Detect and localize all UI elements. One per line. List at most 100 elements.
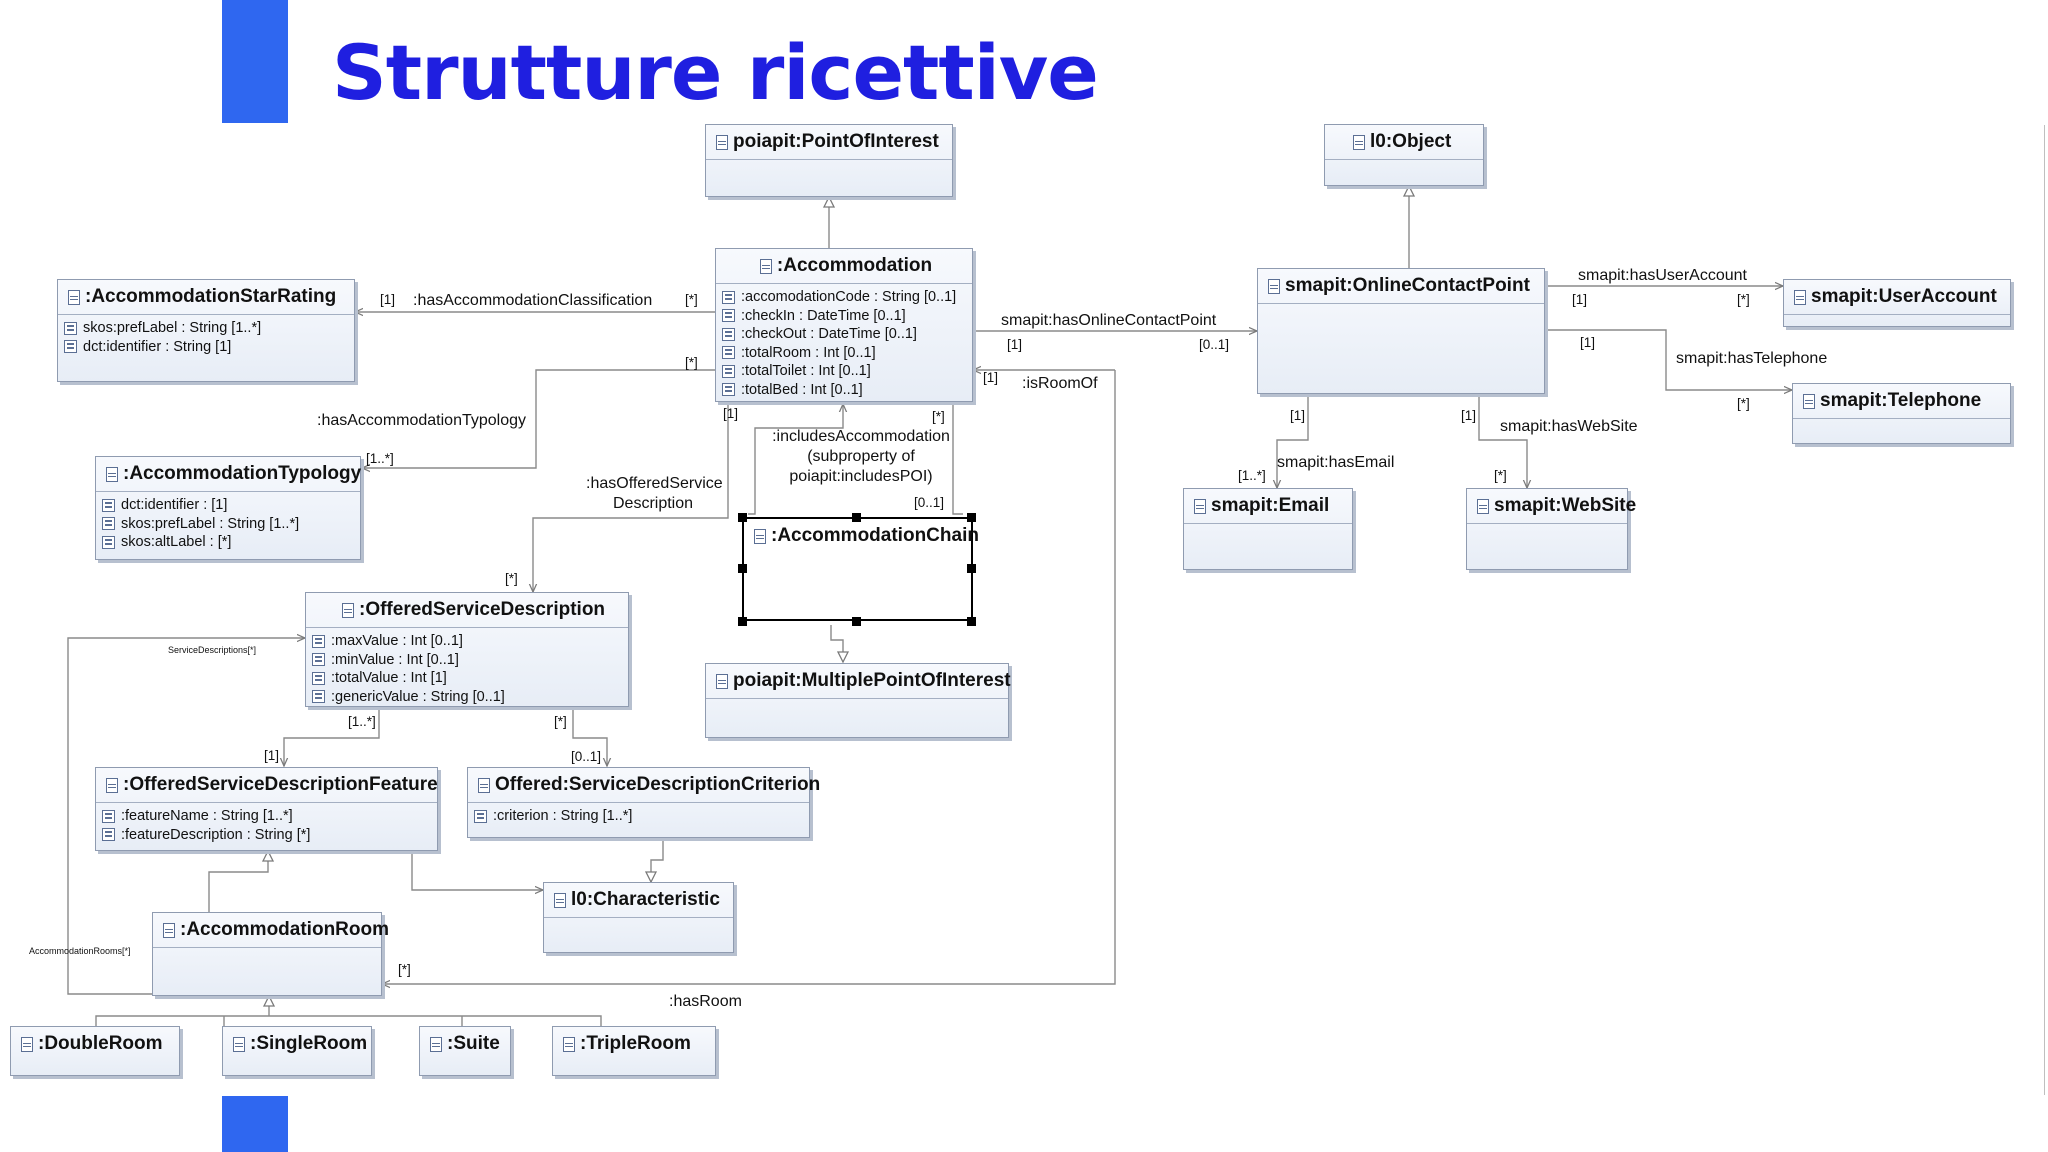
attribute: :genericValue : String [0..1]: [312, 688, 622, 707]
class-poi[interactable]: poiapit:PointOfInterest: [705, 124, 953, 197]
attribute: dct:identifier : String [1]: [64, 338, 348, 357]
class-double-room[interactable]: :DoubleRoom: [10, 1026, 180, 1076]
attribute: :maxValue : Int [0..1]: [312, 632, 622, 651]
class-name: :SingleRoom: [250, 1033, 368, 1054]
class-characteristic[interactable]: l0:Characteristic: [543, 882, 734, 953]
class-icon: [716, 134, 728, 150]
class-multiple-poi[interactable]: poiapit:MultiplePointOfInterest: [705, 663, 1011, 738]
card-includes-dst: [0..1]: [914, 495, 945, 510]
class-name: :TripleRoom: [580, 1033, 691, 1054]
label-service-descriptions: ServiceDescriptions[*]: [168, 645, 257, 655]
selection-handle[interactable]: [967, 513, 976, 522]
class-website[interactable]: smapit:WebSite: [1466, 488, 1636, 570]
class-single-room[interactable]: :SingleRoom: [222, 1026, 372, 1076]
class-icon: [759, 258, 772, 274]
class-icon: [716, 673, 728, 689]
class-user-account[interactable]: smapit:UserAccount: [1783, 279, 2011, 327]
class-name: :AccommodationChain: [771, 525, 979, 546]
class-triple-room[interactable]: :TripleRoom: [552, 1026, 716, 1076]
class-telephone[interactable]: smapit:Telephone: [1792, 383, 2011, 444]
attribute: :accomodationCode : String [0..1]: [722, 288, 966, 307]
attribute: :checkOut : DateTime [0..1]: [722, 325, 966, 344]
label-has-email: smapit:hasEmail: [1277, 454, 1395, 471]
label-accommodation-rooms: AccommodationRooms[*]: [29, 946, 131, 956]
edge-has-typology: [362, 369, 715, 468]
attribute-icon: [722, 327, 735, 341]
attribute-icon: [102, 828, 115, 842]
edge-has-telephone: [1545, 329, 1792, 390]
selection-handle[interactable]: [967, 617, 976, 626]
card-has-typology-src: [*]: [685, 355, 698, 370]
attribute: :totalBed : Int [0..1]: [722, 381, 966, 400]
selection-handle[interactable]: [852, 617, 861, 626]
attribute-icon: [312, 634, 325, 648]
class-online-contact-point[interactable]: smapit:OnlineContactPoint: [1257, 268, 1545, 394]
class-name: l0:Object: [1370, 131, 1452, 152]
attribute-icon: [722, 309, 735, 323]
class-typology[interactable]: :AccommodationTypology dct:identifier : …: [95, 456, 361, 560]
card-is-room-of: [1]: [983, 370, 999, 385]
card-has-ocp-src: [1]: [1007, 337, 1023, 352]
selection-handle[interactable]: [738, 617, 747, 626]
class-accommodation-room[interactable]: :AccommodationRoom: [152, 912, 389, 996]
class-name: :AccommodationTypology: [123, 463, 362, 484]
attribute-icon: [312, 690, 325, 704]
class-name: :Suite: [447, 1033, 500, 1054]
attribute: :minValue : Int [0..1]: [312, 651, 622, 670]
class-email[interactable]: smapit:Email: [1183, 488, 1353, 570]
card-has-telephone-src: [1]: [1580, 335, 1596, 350]
class-accommodation[interactable]: :Accommodation :accomodationCode : Strin…: [715, 248, 973, 402]
attribute-icon: [722, 346, 735, 360]
class-suite[interactable]: :Suite: [419, 1026, 511, 1076]
class-name: :AccommodationRoom: [180, 919, 389, 940]
selection-handle[interactable]: [738, 513, 747, 522]
card-has-user-account-src: [1]: [1572, 292, 1588, 307]
class-star-rating[interactable]: :AccommodationStarRating skos:prefLabel …: [57, 279, 355, 382]
class-name: smapit:UserAccount: [1811, 286, 1997, 307]
edge-is-room-of: [382, 370, 1116, 984]
card-osd-criterion-dst: [0..1]: [571, 749, 602, 764]
class-name: :Accommodation: [776, 255, 933, 276]
card-has-ocp-dst: [0..1]: [1199, 337, 1230, 352]
card-has-offered-service-dst: [*]: [505, 571, 518, 586]
class-offered-service-description[interactable]: :OfferedServiceDescription :maxValue : I…: [305, 592, 629, 707]
attribute-icon: [64, 340, 77, 354]
class-accommodation-chain[interactable]: :AccommodationChain: [742, 517, 979, 621]
selection-handle[interactable]: [852, 513, 861, 522]
edge-service-descriptions: [67, 638, 305, 995]
attribute-icon: [722, 364, 735, 378]
class-icon: [754, 528, 766, 544]
card-has-room: [*]: [398, 962, 411, 977]
class-name: :AccommodationStarRating: [85, 286, 337, 307]
card-has-typology-dst: [1..*]: [366, 451, 394, 466]
label-has-website: smapit:hasWebSite: [1500, 418, 1638, 435]
edge-has-website: [1478, 394, 1527, 488]
class-icon: [1268, 278, 1280, 294]
class-icon: [342, 602, 354, 618]
class-icon: [68, 289, 80, 305]
class-name: :OfferedServiceDescription: [359, 599, 606, 620]
class-icon: [106, 466, 118, 482]
label-has-ocp: smapit:hasOnlineContactPoint: [1001, 312, 1217, 329]
class-icon: [478, 777, 490, 793]
class-osd-feature[interactable]: :OfferedServiceDescriptionFeature :featu…: [95, 767, 438, 851]
attribute-icon: [102, 535, 115, 549]
card-has-website-src: [1]: [1461, 408, 1477, 423]
label-has-user-account: smapit:hasUserAccount: [1578, 267, 1747, 284]
right-edge-line: [2044, 125, 2045, 1095]
class-object[interactable]: l0:Object: [1324, 124, 1484, 186]
attribute-icon: [102, 517, 115, 531]
class-osd-criterion[interactable]: Offered:ServiceDescriptionCriterion :cri…: [467, 767, 820, 838]
selection-handle[interactable]: [738, 564, 747, 573]
class-name: l0:Characteristic: [571, 889, 720, 910]
attribute: skos:prefLabel : String [1..*]: [102, 515, 354, 534]
selection-handle[interactable]: [967, 564, 976, 573]
card-osd-feature-dst: [1]: [264, 748, 280, 763]
card-has-classification-src: [*]: [685, 292, 698, 307]
card-has-email-dst: [1..*]: [1238, 468, 1266, 483]
edge-includes-accommodation-b: [952, 404, 963, 515]
card-has-classification-dst: [1]: [380, 292, 396, 307]
accent-bar-top: [222, 0, 288, 123]
card-osd-criterion-src: [*]: [554, 714, 567, 729]
class-icon: [1794, 289, 1806, 305]
